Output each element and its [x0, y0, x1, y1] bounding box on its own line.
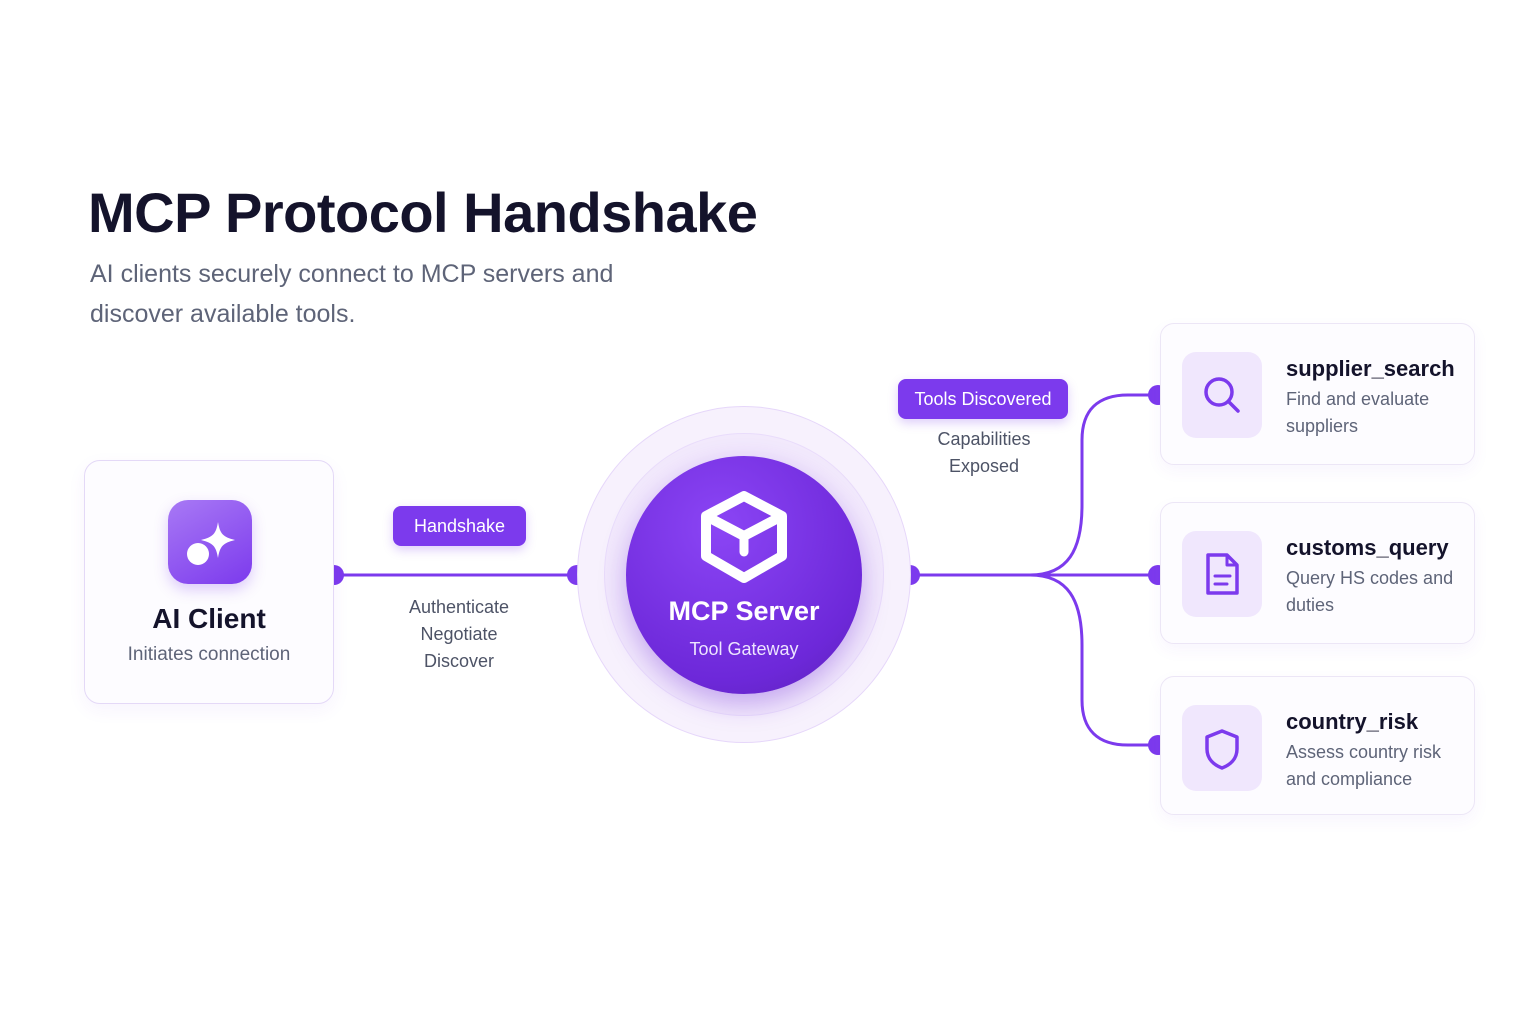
- discovery-caption-line: Capabilities: [937, 429, 1031, 449]
- mcp-server-node[interactable]: MCP Server Tool Gateway: [626, 456, 862, 694]
- tool-card-country-risk[interactable]: country_risk Assess country risk and com…: [1160, 676, 1475, 815]
- page-title: MCP Protocol Handshake: [88, 181, 758, 244]
- handshake-step: Discover: [423, 651, 494, 671]
- tools-discovered-badge: Tools Discovered: [898, 379, 1068, 419]
- ai-client-subtitle: Initiates connection: [127, 644, 291, 665]
- search-icon: [1182, 352, 1262, 438]
- handshake-steps: Authenticate Negotiate Discover: [384, 594, 534, 675]
- branch-connector-supplier-search: [1029, 393, 1158, 577]
- document-icon: [1182, 531, 1262, 617]
- ai-client-card[interactable]: AI Client Initiates connection: [84, 460, 334, 704]
- tool-name: country_risk: [1286, 709, 1419, 734]
- tool-description: Query HS codes and duties: [1286, 568, 1454, 615]
- discovery-caption: Capabilities Exposed: [904, 426, 1064, 480]
- shield-icon: [1182, 705, 1262, 791]
- handshake-badge: Handshake: [393, 506, 526, 546]
- cube-icon: [701, 491, 787, 583]
- handshake-step: Authenticate: [408, 597, 510, 617]
- tool-name: supplier_search: [1286, 356, 1455, 381]
- handshake-step: Negotiate: [420, 624, 498, 644]
- tool-card-customs-query[interactable]: customs_query Query HS codes and duties: [1160, 502, 1475, 644]
- tool-name: customs_query: [1286, 535, 1449, 560]
- branch-connector-country-risk: [1029, 573, 1158, 747]
- page-subtitle: AI clients securely connect to MCP serve…: [90, 260, 614, 328]
- tool-card-supplier-search[interactable]: supplier_search Find and evaluate suppli…: [1160, 323, 1475, 465]
- tool-description: Find and evaluate suppliers: [1286, 389, 1430, 436]
- tool-description: Assess country risk and compliance: [1286, 742, 1442, 789]
- ai-client-title: AI Client: [152, 603, 266, 634]
- sparkle-icon: [168, 500, 252, 584]
- mcp-server-subtitle: Tool Gateway: [689, 639, 799, 659]
- discovery-caption-line: Exposed: [948, 456, 1020, 476]
- mcp-server-title: MCP Server: [668, 596, 820, 626]
